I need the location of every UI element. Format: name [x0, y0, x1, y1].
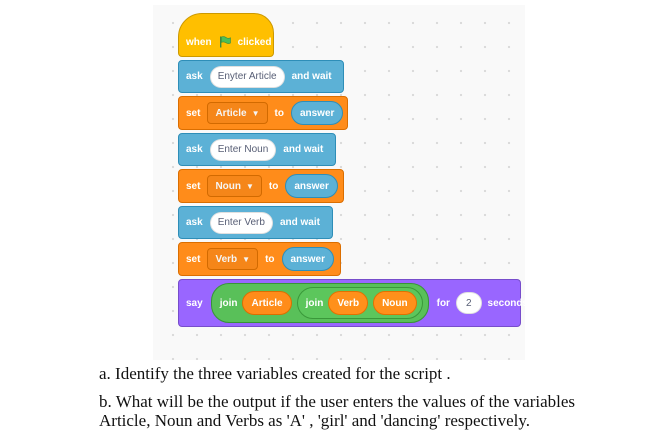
verb-variable-dropdown[interactable]: Verb ▼: [207, 248, 259, 270]
when-flag-clicked-block[interactable]: when clicked: [178, 13, 274, 57]
dropdown-value: Noun: [215, 180, 241, 192]
hat-when-label: when: [186, 36, 212, 48]
question-b-line2: Article, Noun and Verbs as 'A' , 'girl' …: [99, 411, 530, 430]
ask-label: ask: [186, 217, 203, 228]
noun-variable-dropdown[interactable]: Noun ▼: [207, 175, 262, 197]
dropdown-value: Verb: [215, 253, 238, 265]
ask-article-block[interactable]: ask Enyter Article and wait: [178, 60, 344, 93]
set-label: set: [186, 253, 201, 265]
say-label: say: [186, 297, 203, 309]
set-label: set: [186, 107, 201, 119]
question-a: a. Identify the three variables created …: [99, 364, 451, 383]
chevron-down-icon: ▼: [251, 108, 260, 118]
to-label: to: [268, 180, 279, 192]
join-operator-inner[interactable]: join Verb Noun: [296, 287, 423, 319]
chevron-down-icon: ▼: [246, 181, 254, 191]
article-variable-dropdown[interactable]: Article ▼: [207, 102, 268, 124]
ask-verb-input[interactable]: Enter Verb: [209, 211, 273, 234]
scratch-code-area: when clicked ask Enyter Article and wait…: [153, 5, 528, 360]
dropdown-value: Article: [215, 107, 247, 119]
join-label: join: [219, 297, 238, 309]
and-wait-label: and wait: [283, 144, 324, 155]
to-label: to: [274, 107, 284, 119]
ask-article-input[interactable]: Enyter Article: [209, 65, 285, 88]
set-article-block[interactable]: set Article ▼ to answer: [178, 96, 348, 130]
ask-label: ask: [186, 144, 203, 155]
set-noun-block[interactable]: set Noun ▼ to answer: [178, 169, 344, 203]
to-label: to: [265, 253, 275, 265]
say-for-seconds-block[interactable]: say join Article join Verb Noun for 2 se…: [178, 279, 528, 327]
chevron-down-icon: ▼: [242, 254, 251, 264]
ask-label: ask: [186, 71, 203, 82]
answer-reporter[interactable]: answer: [281, 247, 334, 271]
set-label: set: [186, 180, 201, 192]
and-wait-label: and wait: [279, 217, 320, 228]
ask-verb-block[interactable]: ask Enter Verb and wait: [178, 206, 333, 239]
hat-clicked-label: clicked: [237, 36, 272, 48]
join-label: join: [305, 297, 324, 309]
verb-variable-reporter[interactable]: Verb: [328, 291, 369, 315]
ask-noun-input[interactable]: Enter Noun: [209, 138, 277, 161]
answer-reporter[interactable]: answer: [285, 174, 338, 198]
set-verb-block[interactable]: set Verb ▼ to answer: [178, 242, 341, 276]
question-b-line1: b. What will be the output if the user e…: [99, 392, 576, 411]
answer-reporter[interactable]: answer: [290, 101, 344, 125]
seconds-input[interactable]: 2: [455, 292, 482, 314]
green-flag-icon: [219, 36, 231, 48]
for-label: for: [436, 297, 450, 309]
article-variable-reporter[interactable]: Article: [242, 291, 292, 315]
noun-variable-reporter[interactable]: Noun: [373, 291, 417, 315]
join-operator-outer[interactable]: join Article join Verb Noun: [210, 283, 429, 323]
and-wait-label: and wait: [291, 71, 332, 82]
seconds-label: seconds: [487, 297, 529, 309]
ask-noun-block[interactable]: ask Enter Noun and wait: [178, 133, 336, 166]
